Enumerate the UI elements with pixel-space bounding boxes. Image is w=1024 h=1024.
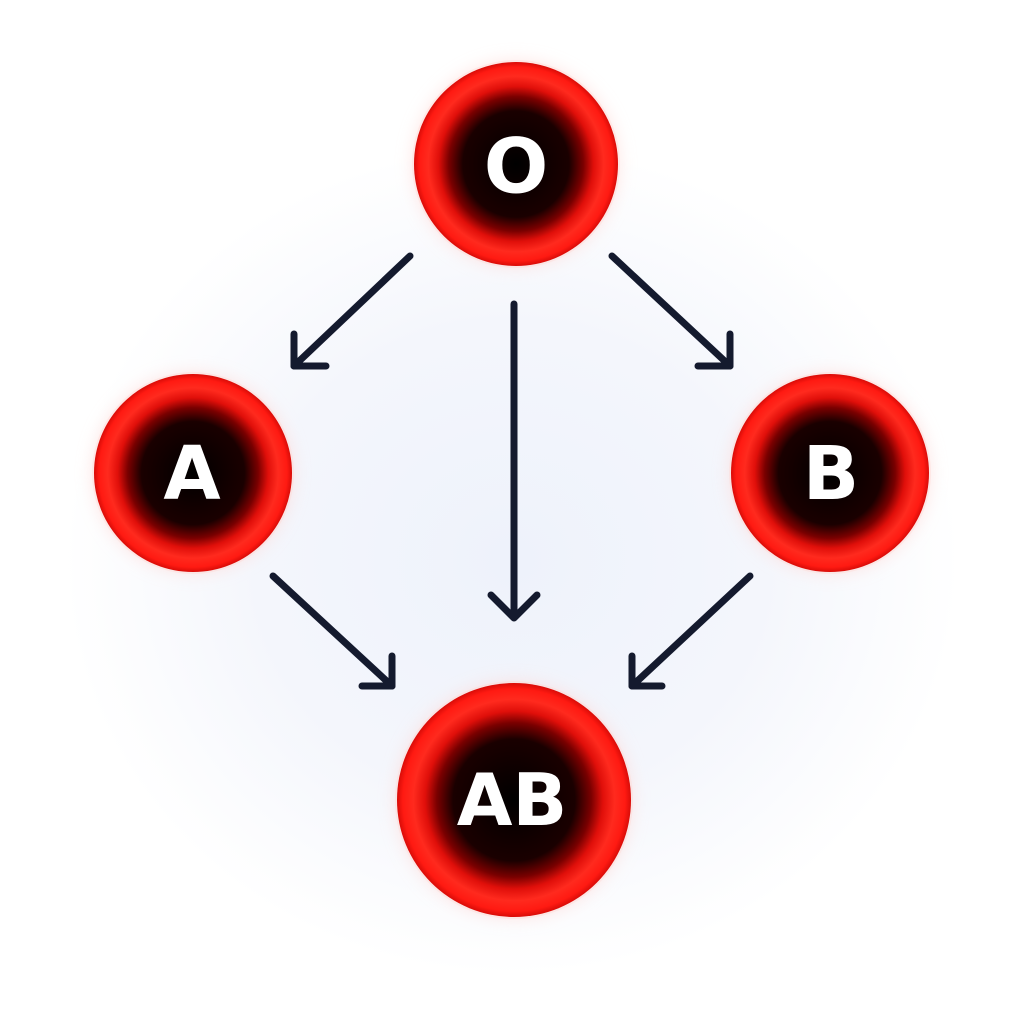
node-o-label: O [484,122,549,211]
node-a-label: A [163,431,220,517]
node-b-label: B [803,431,859,517]
node-ab: AB [395,681,633,919]
node-a: A [92,372,294,574]
arrow-o-to-b [608,252,734,370]
arrow-a-to-ab [269,572,396,690]
node-ab-label: AB [457,758,568,842]
arrows [269,252,754,690]
arrow-b-to-ab [628,572,754,690]
arrow-o-to-ab [487,300,541,622]
node-b: B [729,372,931,574]
arrow-o-to-a [290,252,414,370]
node-o: O [412,60,620,268]
